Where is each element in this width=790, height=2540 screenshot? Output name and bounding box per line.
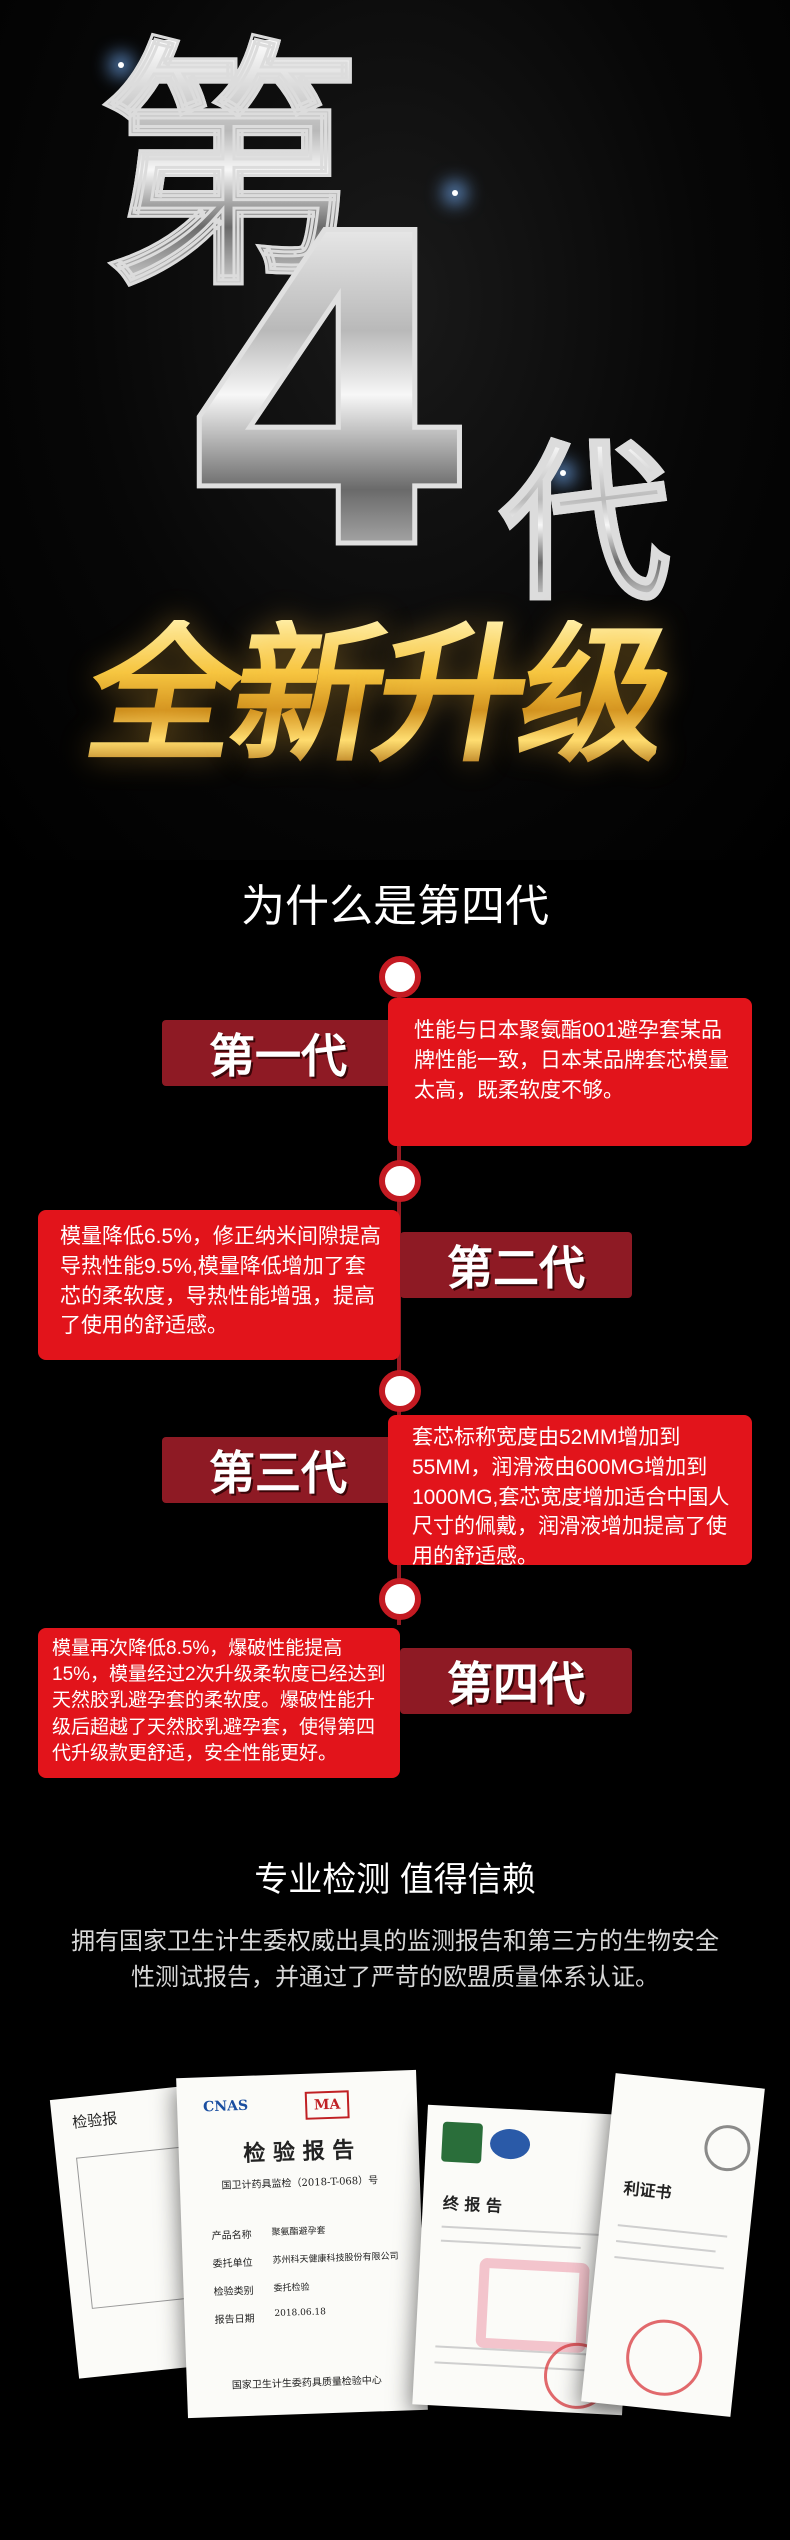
red-seal-stamp [622,2315,706,2400]
gen-3-desc: 套芯标称宽度由52MM增加到55MM，润滑液由600MG增加到1000MG,套芯… [388,1415,752,1568]
trust-title: 专业检测 值得信赖 [254,1861,536,1899]
sparkle-icon [118,62,124,68]
certificate-title: 利证书 [622,2178,673,2203]
hero-number-four: 4 [177,145,481,645]
final-report-title: 终 报 告 [442,2193,503,2216]
gen-1-desc: 性能与日本聚氨酯001避孕套某品牌性能一致，日本某品牌套芯模量太高，既柔软度不够… [388,998,752,1146]
hero-upgrade-text: 全新升级 [74,607,682,783]
hero-dai-char: 代 [498,426,671,624]
cma-logo: MA [304,2090,350,2120]
gen-4-desc: 模量再次降低8.5%，爆破性能提高15%，模量经过2次升级柔软度已经达到天然胶乳… [38,1628,400,1778]
report-doc-main: CNAS MA 检 验 报 告 国卫计药具监检（2018-T-068）号 产品名… [176,2069,428,2419]
text-line [615,2240,716,2253]
watermark-logo [475,2257,590,2354]
hero-banner: 第 4 代 全新升级 [0,0,790,860]
report-field: 报告日期 [214,2313,255,2327]
gen-2-desc: 模量降低6.5%，修正纳米间隙提高导热性能9.5%,模量降低增加了套芯的柔软度，… [38,1210,400,1360]
report-number: 国卫计药具监检（2018-T-068）号 [221,2175,379,2192]
timeline-node [379,1578,421,1620]
ias-logo [441,2121,484,2164]
gen-4-label: 第四代 [400,1648,632,1714]
gen-2-label: 第二代 [400,1232,632,1298]
hero-di-char: 第 [99,19,362,321]
text-line [614,2255,724,2270]
timeline-node [379,956,421,998]
why-title: 为什么是第四代 [241,882,549,931]
trust-subtitle: 拥有国家卫生计生委权威出具的监测报告和第三方的生物安全性测试报告，并通过了严苛的… [71,1928,719,1991]
text-line [617,2224,728,2238]
report-value: 委托检验 [273,2282,310,2295]
timeline-node [379,1160,421,1202]
emblem-icon [702,2122,753,2174]
report-footer: 国家卫生计生委药具质量检验中心 [231,2375,383,2392]
report-value: 苏州科天健康科技股份有限公司 [272,2251,399,2267]
report-field: 委托单位 [212,2257,253,2271]
text-line [441,2225,602,2236]
report-value: 2018.06.18 [274,2307,327,2320]
report-value: 聚氨酯避孕套 [271,2226,326,2239]
sparkle-icon [452,190,458,196]
report-title: 检 验 报 告 [242,2137,355,2167]
ilac-logo [489,2128,531,2161]
gen-3-label: 第三代 [162,1437,394,1503]
doc-left-title: 检验报 [71,2109,119,2132]
report-field: 产品名称 [211,2229,252,2243]
cnas-logo: CNAS [202,2097,249,2116]
gen-1-label: 第一代 [162,1020,394,1086]
sparkle-icon [560,470,566,476]
report-field: 检验类别 [213,2285,254,2299]
timeline-node [379,1370,421,1412]
text-line [440,2239,581,2249]
